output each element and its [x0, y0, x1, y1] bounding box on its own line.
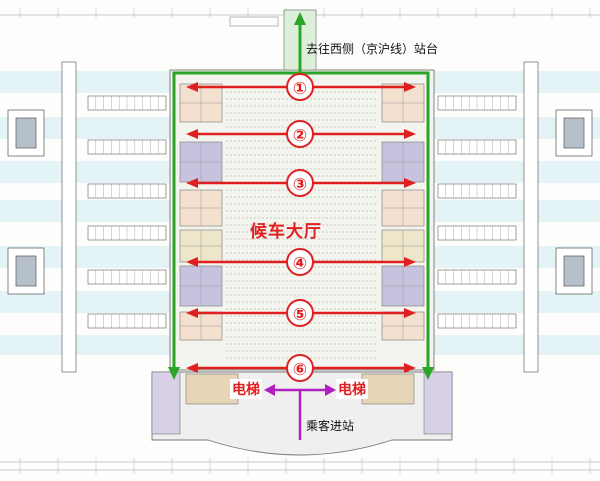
room-block — [179, 229, 223, 263]
elevator-label-right: 电梯 — [336, 379, 368, 399]
stair-block — [437, 139, 517, 155]
seating-rows — [226, 91, 378, 359]
left-column — [61, 61, 77, 373]
stair-block — [437, 225, 517, 241]
stair-block — [437, 183, 517, 199]
stair-block — [87, 183, 167, 199]
room-block — [179, 265, 223, 307]
right-column — [523, 61, 539, 373]
destination-label: 去往西侧（京沪线）站台 — [306, 42, 439, 56]
purple-arrowheads — [264, 384, 336, 396]
room-block — [381, 189, 425, 227]
escalator-right — [361, 373, 415, 405]
entrance-room-right — [423, 371, 453, 435]
entrance-room-left — [151, 371, 181, 435]
green-arrowheads — [168, 12, 434, 380]
elevator-label-left: 电梯 — [230, 379, 262, 399]
room-block — [179, 141, 223, 183]
zone-marker-5: ⑤ — [286, 299, 314, 327]
platform-stairs — [87, 95, 517, 329]
room-block — [381, 265, 425, 307]
room-block — [381, 141, 425, 183]
purple-entry-arrows — [272, 388, 328, 440]
zone-marker-2: ② — [286, 120, 314, 148]
stair-block — [87, 313, 167, 329]
zone-marker-1: ① — [286, 73, 314, 101]
room-block — [381, 83, 425, 123]
hall-title: 候车大厅 — [250, 222, 322, 242]
title-block — [229, 16, 279, 27]
side-rooms — [7, 109, 593, 295]
room-block — [179, 189, 223, 227]
room-block — [381, 229, 425, 263]
stair-block — [87, 225, 167, 241]
stair-block — [87, 269, 167, 285]
stair-block — [87, 95, 167, 111]
room-block — [381, 311, 425, 341]
room-blocks — [179, 83, 425, 341]
stair-block — [437, 95, 517, 111]
zone-marker-6: ⑥ — [286, 354, 314, 382]
room-block — [179, 311, 223, 341]
stair-block — [437, 313, 517, 329]
zone-marker-3: ③ — [286, 169, 314, 197]
zone-marker-4: ④ — [286, 248, 314, 276]
stair-block — [87, 139, 167, 155]
room-block — [179, 83, 223, 123]
stair-block — [437, 269, 517, 285]
entry-label: 乘客进站 — [306, 419, 355, 433]
green-flow-path — [172, 20, 430, 372]
